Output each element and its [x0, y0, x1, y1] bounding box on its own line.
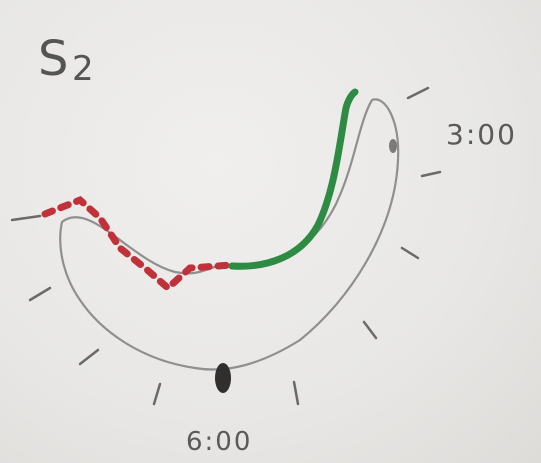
label-three-oclock: 3:00 — [446, 118, 517, 151]
label-six-oclock: 6:00 — [186, 427, 252, 457]
solid-segment — [228, 88, 359, 270]
tick — [152, 382, 162, 406]
dotted-segment — [41, 195, 236, 293]
tick — [362, 320, 378, 340]
diagram-title-subscript: 2 — [72, 49, 94, 89]
tick — [78, 348, 100, 366]
tick — [10, 214, 42, 222]
marker-six-oclock — [215, 363, 231, 393]
marker-three-oclock — [389, 139, 397, 153]
tick — [400, 246, 420, 260]
diagram-title: S — [38, 31, 68, 87]
tick — [420, 170, 442, 178]
tick — [292, 380, 300, 406]
clock-ticks — [10, 86, 442, 406]
tick — [28, 286, 52, 302]
tick — [406, 86, 430, 100]
